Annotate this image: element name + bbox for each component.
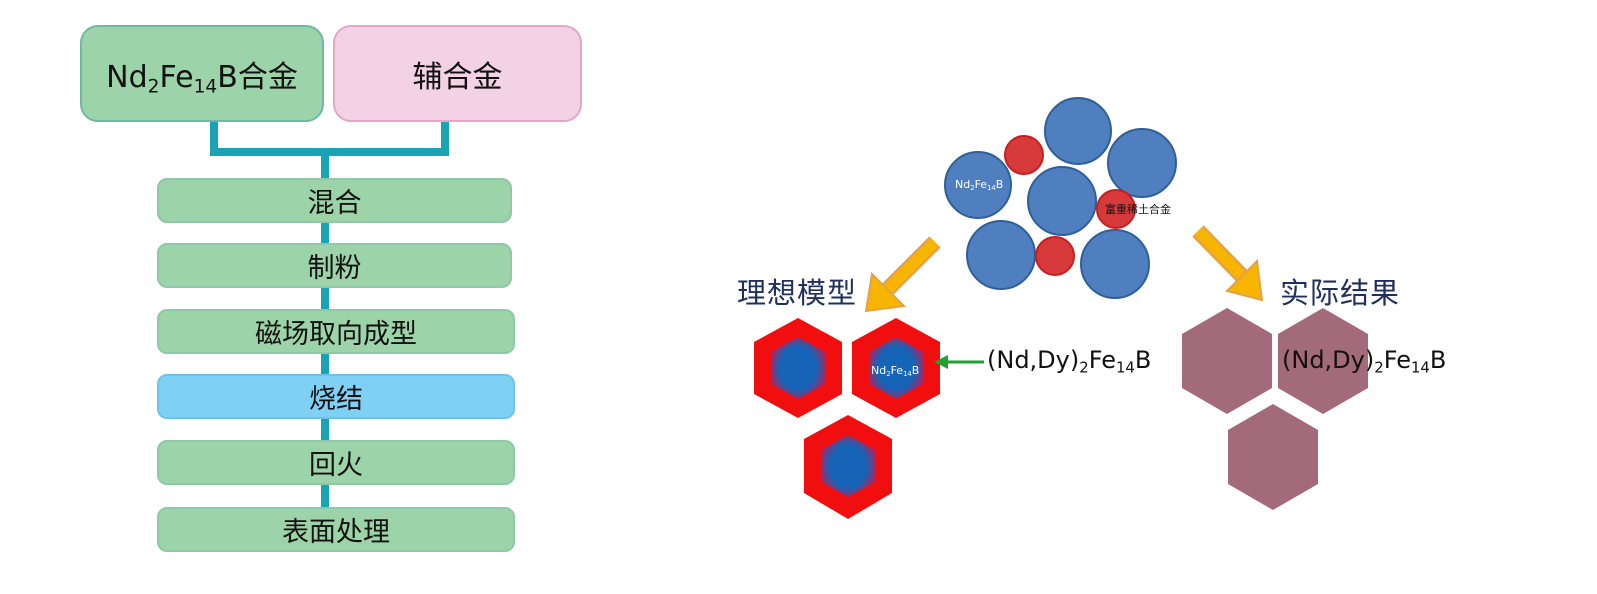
step-surface-treatment: 表面处理 (157, 507, 515, 552)
grain-circle (1080, 229, 1150, 299)
grain-circle (944, 151, 1012, 219)
main-alloy-box: Nd2Fe14B合金 (80, 25, 324, 122)
hex-core (771, 337, 825, 399)
hex-core (869, 337, 923, 399)
step-sintering: 烧结 (157, 374, 515, 419)
powder-particles (944, 97, 1177, 299)
step-milling: 制粉 (157, 243, 512, 288)
step-label: 表面处理 (282, 517, 390, 548)
actual-formula: (Nd,Dy)2Fe14B (1282, 346, 1447, 377)
step-label: 烧结 (309, 384, 363, 415)
grain-circle (966, 220, 1036, 290)
connector-bar (210, 148, 449, 156)
rich-alloy-circle (1004, 135, 1044, 175)
connector-left-drop (210, 122, 218, 156)
step-mixing: 混合 (157, 178, 512, 223)
actual-hexagons (1182, 308, 1368, 510)
ideal-model-label: 理想模型 (737, 276, 858, 310)
step-label: 回火 (309, 450, 363, 481)
step-tempering: 回火 (157, 440, 515, 485)
ideal-hexagons (754, 318, 940, 519)
shell-formula: (Nd,Dy)2Fe14B (987, 346, 1152, 377)
rich-alloy-circle (1096, 189, 1136, 229)
step-label: 混合 (307, 188, 362, 219)
grain-circle (1107, 128, 1177, 198)
step-pressing: 磁场取向成型 (157, 309, 515, 354)
shell-pointer-arrow (934, 355, 984, 369)
hex-core (821, 435, 875, 497)
step-label: 制粉 (307, 253, 362, 284)
arrow-to-actual (1192, 225, 1264, 302)
grain-circle (1027, 166, 1097, 236)
rich-alloy-circle (1035, 236, 1075, 276)
step-label: 磁场取向成型 (255, 319, 417, 350)
main-alloy-label: Nd2Fe14B合金 (106, 59, 298, 98)
actual-grain (1278, 308, 1368, 414)
aux-alloy-box: 辅合金 (333, 25, 582, 122)
arrow-to-ideal (864, 236, 941, 313)
aux-alloy-label: 辅合金 (412, 59, 503, 95)
actual-result-label: 实际结果 (1280, 276, 1401, 310)
rich-alloy-label: 富重稀土合金 (1105, 203, 1171, 216)
actual-grain (1228, 404, 1318, 510)
grain-circle-label: Nd2Fe14B (955, 178, 1004, 193)
connector-right-drop (441, 122, 449, 156)
hex-core-label: Nd2Fe14B (871, 364, 920, 379)
actual-grain (1182, 308, 1272, 414)
grain-circle (1044, 97, 1112, 165)
